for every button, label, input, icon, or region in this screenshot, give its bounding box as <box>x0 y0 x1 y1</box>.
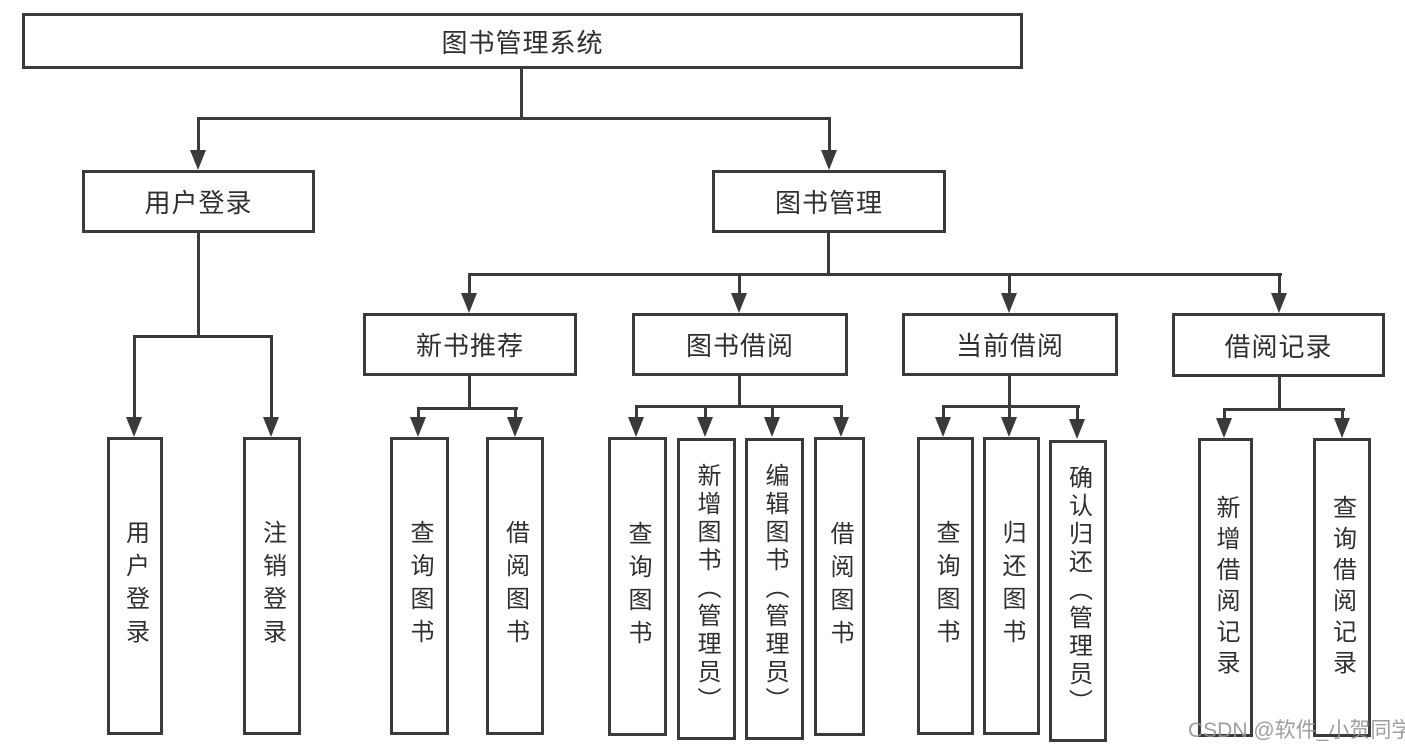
connector-line <box>1008 376 1011 405</box>
leaf-user-login: 用户登录 <box>107 437 163 735</box>
connector-line <box>133 335 273 338</box>
leaf-label: 编辑图书（管理员） <box>761 463 788 715</box>
node-label: 图书管理 <box>774 188 883 218</box>
csdn-watermark: CSDN @软件_小贺同学 <box>1188 719 1405 742</box>
leaf-label: 归还图书 <box>998 520 1025 652</box>
connector-line <box>771 405 774 419</box>
node-book-borrow: 图书借阅 <box>632 313 848 376</box>
connector-line <box>1278 377 1281 408</box>
connector-line <box>197 117 200 151</box>
connector-line <box>738 376 741 405</box>
connector-line <box>738 273 741 295</box>
arrow-down-icon <box>764 417 780 437</box>
leaf-borrow-books: 借阅图书 <box>814 437 865 736</box>
connector-line <box>197 233 200 335</box>
arrow-down-icon <box>821 150 837 170</box>
leaf-confirm-return-admin: 确认归还（管理员） <box>1049 440 1107 742</box>
arrow-down-icon <box>628 417 644 437</box>
leaf-label: 新增借阅记录 <box>1212 494 1239 681</box>
arrow-down-icon <box>263 417 279 437</box>
connector-line <box>1341 408 1344 419</box>
leaf-return-books: 归还图书 <box>983 437 1040 735</box>
leaf-label: 查询图书 <box>406 520 433 652</box>
connector-line <box>1008 405 1011 419</box>
connector-line <box>468 273 471 295</box>
connector-line <box>704 405 707 419</box>
node-label: 图书管理系统 <box>441 27 604 58</box>
arrow-down-icon <box>697 417 713 437</box>
leaf-label: 借阅图书 <box>826 520 853 653</box>
leaf-query-borrow-record: 查询借阅记录 <box>1313 438 1371 737</box>
connector-line <box>468 273 1282 276</box>
leaf-label: 新增图书（管理员） <box>693 463 720 715</box>
connector-line <box>417 407 420 419</box>
arrow-down-icon <box>190 150 206 170</box>
connector-line <box>1223 408 1226 419</box>
arrow-down-icon <box>1216 418 1232 438</box>
arrow-down-icon <box>833 417 849 437</box>
leaf-label: 注销登录 <box>258 520 286 652</box>
node-label: 借阅记录 <box>1224 331 1333 362</box>
connector-line <box>1223 408 1345 411</box>
arrow-down-icon <box>731 293 747 313</box>
leaf-query-books-recommend: 查询图书 <box>390 437 449 735</box>
node-user-login: 用户登录 <box>82 170 315 233</box>
connector-line <box>1076 405 1079 419</box>
arrow-down-icon <box>461 293 477 313</box>
arrow-down-icon <box>1001 293 1017 313</box>
connector-line <box>520 69 523 117</box>
leaf-label: 确认归还（管理员） <box>1064 465 1092 717</box>
arrow-down-icon <box>1271 293 1287 313</box>
connector-line <box>635 405 843 408</box>
connector-line <box>635 405 638 419</box>
arrow-down-icon <box>935 417 951 437</box>
connector-line <box>942 405 1080 408</box>
node-current-borrow: 当前借阅 <box>902 313 1118 376</box>
connector-line <box>514 407 517 419</box>
connector-line <box>270 335 273 418</box>
node-label: 用户登录 <box>144 188 253 218</box>
arrow-down-icon <box>1334 418 1350 438</box>
connector-line <box>827 233 830 273</box>
connector-line <box>840 405 843 419</box>
leaf-query-books-current: 查询图书 <box>917 437 974 735</box>
leaf-borrow-books-recommend: 借阅图书 <box>486 437 544 735</box>
connector-line <box>468 376 471 407</box>
connector-line <box>133 335 136 418</box>
node-label: 图书借阅 <box>685 331 794 361</box>
connector-line <box>417 407 518 410</box>
node-label: 新书推荐 <box>415 331 524 361</box>
arrow-down-icon <box>507 417 523 437</box>
connector-line <box>1278 273 1281 295</box>
connector-line <box>197 117 831 120</box>
arrow-down-icon <box>410 417 426 437</box>
leaf-label: 查询图书 <box>624 520 651 653</box>
leaf-label: 借阅图书 <box>501 520 529 652</box>
node-book-management: 图书管理 <box>712 170 946 233</box>
connector-line <box>1008 273 1011 295</box>
leaf-label: 查询图书 <box>932 520 959 652</box>
leaf-add-books-admin: 新增图书（管理员） <box>677 438 736 740</box>
node-label: 当前借阅 <box>955 331 1064 361</box>
leaf-label: 用户登录 <box>121 520 149 652</box>
leaf-edit-books-admin: 编辑图书（管理员） <box>745 438 804 740</box>
leaf-logout: 注销登录 <box>243 437 301 735</box>
node-new-book-recommend: 新书推荐 <box>363 313 577 376</box>
node-library-management-system: 图书管理系统 <box>22 13 1023 69</box>
leaf-query-books-borrow: 查询图书 <box>608 437 667 736</box>
node-borrow-record: 借阅记录 <box>1172 313 1385 377</box>
arrow-down-icon <box>1069 419 1085 439</box>
arrow-down-icon <box>1001 417 1017 437</box>
arrow-down-icon <box>126 417 142 437</box>
leaf-add-borrow-record: 新增借阅记录 <box>1198 438 1253 737</box>
leaf-label: 查询借阅记录 <box>1328 494 1356 681</box>
connector-line <box>828 117 831 151</box>
connector-line <box>942 405 945 419</box>
